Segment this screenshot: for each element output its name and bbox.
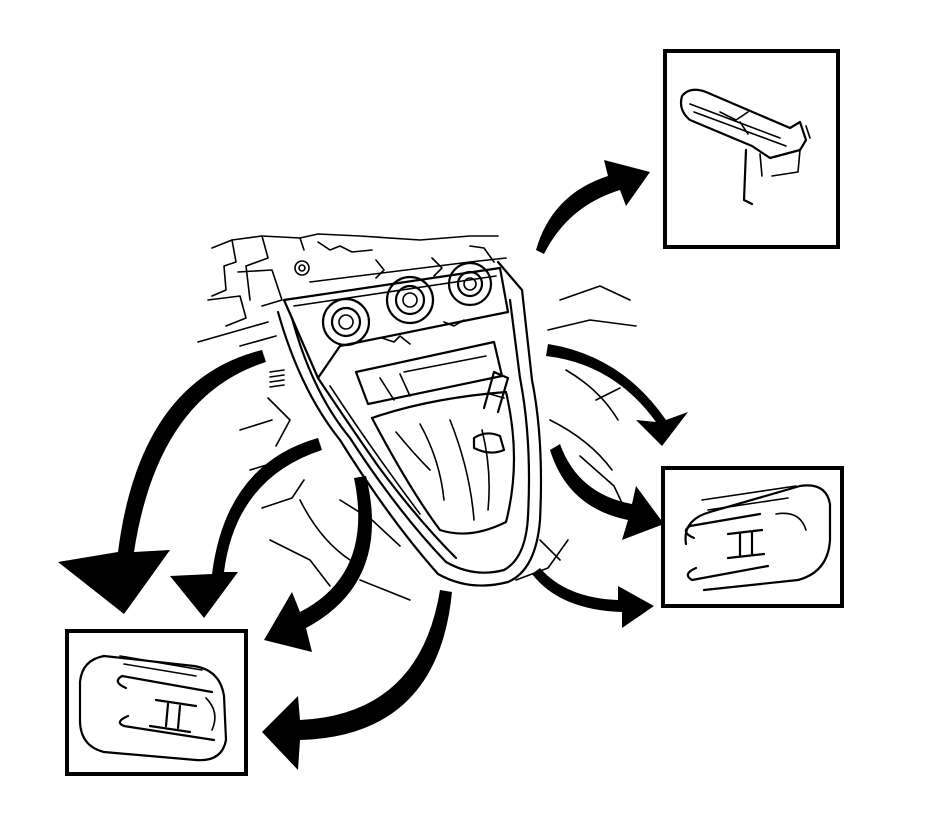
arrow-bottom	[262, 590, 452, 770]
direction-arrows	[58, 160, 688, 770]
clip-top-view-icon	[684, 484, 832, 592]
arrow-right-lower	[532, 568, 654, 628]
callout-clip-bottom-left	[65, 629, 248, 776]
arrow-to-clip-bottom-left	[264, 476, 373, 652]
arrow-right-upper	[546, 344, 688, 446]
console-trim-panel	[276, 260, 543, 587]
arrow-to-clip-right	[550, 444, 664, 540]
arrow-left-inner	[170, 438, 322, 618]
right-knob	[447, 261, 493, 307]
shift-boot	[370, 390, 516, 535]
clip-top-view-icon-left	[78, 654, 228, 762]
shift-lever	[482, 370, 510, 414]
left-knob	[321, 297, 371, 347]
center-console-drawing	[197, 233, 637, 601]
callout-clip-right	[661, 466, 844, 608]
center-knob	[385, 275, 435, 325]
dash-background	[197, 233, 507, 347]
shift-boot-collar	[472, 432, 506, 454]
arrow-to-clip-top-right	[536, 160, 650, 254]
callout-clip-top-right	[663, 49, 840, 249]
climate-control-panel	[282, 261, 510, 380]
clip-side-view-icon	[679, 88, 811, 206]
